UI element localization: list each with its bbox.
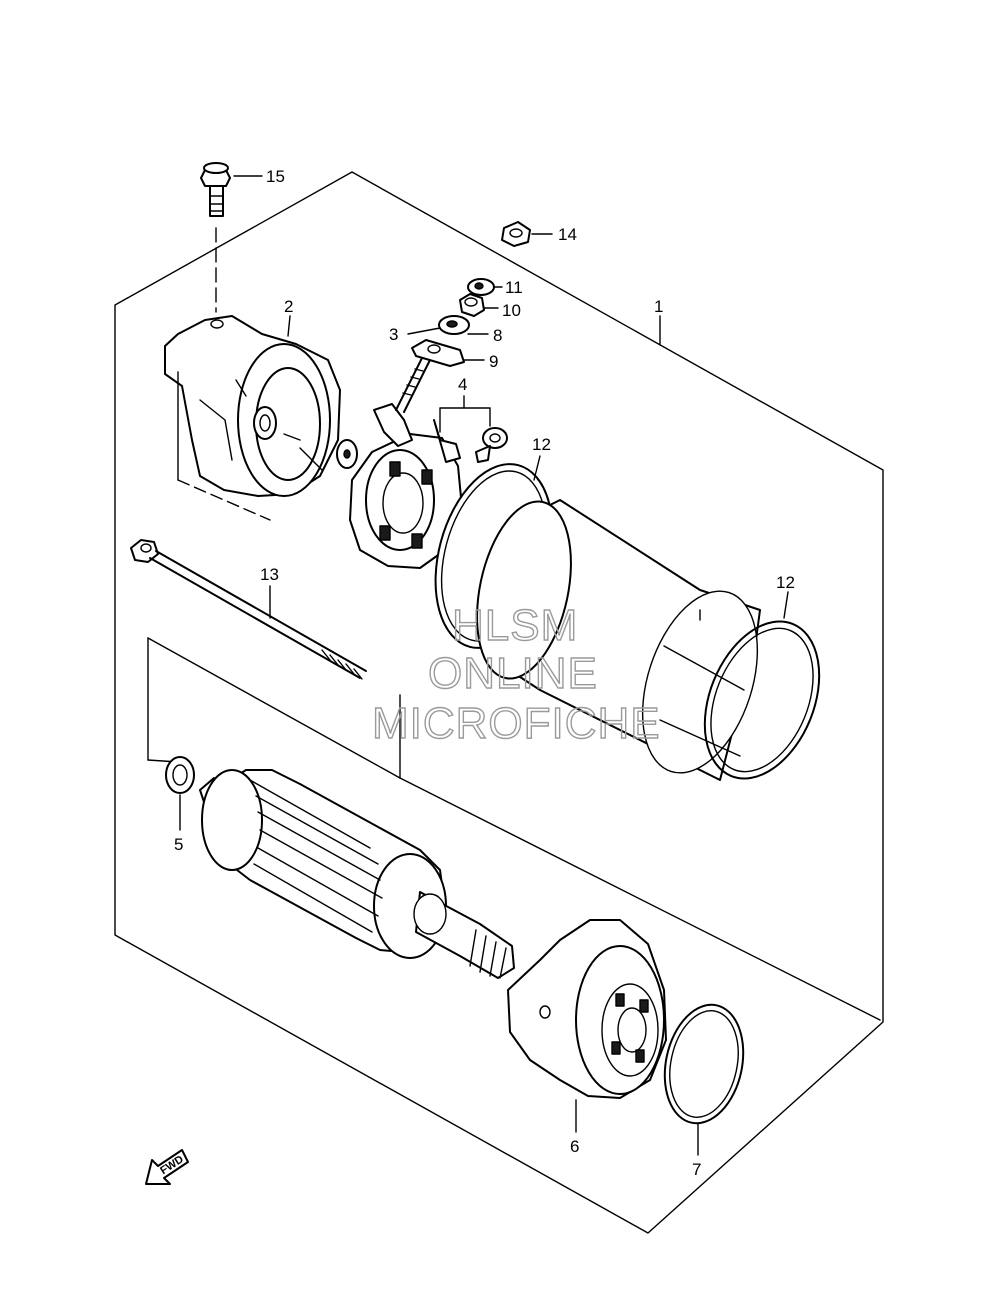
callout-4: 4 <box>458 375 467 394</box>
o-ring-7 <box>663 1003 745 1125</box>
washer-5 <box>165 756 195 794</box>
through-bolt-13 <box>130 539 367 680</box>
o-ring-12-right <box>703 620 821 780</box>
nut-14 <box>501 221 531 247</box>
rear-housing-2 <box>164 315 341 521</box>
fwd-direction-arrow: FWD <box>145 1149 189 1185</box>
thrust-washer <box>336 439 358 469</box>
washer-8 <box>438 315 470 335</box>
brush-spring <box>475 427 508 463</box>
callout-7: 7 <box>692 1160 701 1179</box>
callout-1: 1 <box>654 297 663 316</box>
watermark-line-1: HLSM <box>452 601 578 650</box>
plate-9 <box>411 339 465 367</box>
armature-sub-box <box>147 637 881 1021</box>
watermark-line-3: MICROFICHE <box>372 699 661 748</box>
callouts: 15 2 1 14 11 10 3 8 9 4 12 12 13 5 6 7 <box>174 167 795 1179</box>
callout-12-right: 12 <box>776 573 795 592</box>
bolt-15 <box>200 162 231 313</box>
terminal-bolt-3 <box>395 351 433 413</box>
callout-12-left: 12 <box>532 435 551 454</box>
yoke-case <box>476 499 761 781</box>
callout-2: 2 <box>284 297 293 316</box>
callout-6: 6 <box>570 1137 579 1156</box>
callout-5: 5 <box>174 835 183 854</box>
watermark-line-2: ONLINE <box>428 649 598 698</box>
armature <box>199 769 515 979</box>
leader-lines <box>179 175 789 1156</box>
callout-9: 9 <box>489 352 498 371</box>
front-housing-6 <box>507 919 667 1099</box>
callout-3: 3 <box>389 325 398 344</box>
callout-8: 8 <box>493 326 502 345</box>
callout-14: 14 <box>558 225 577 244</box>
nut-10 <box>459 293 485 317</box>
washer-11 <box>467 278 495 296</box>
brush-holder-4 <box>349 403 463 569</box>
callout-13: 13 <box>260 565 279 584</box>
assembly-outline-box <box>114 171 884 1234</box>
callout-11: 11 <box>505 278 523 297</box>
callout-15: 15 <box>266 167 285 186</box>
callout-10: 10 <box>502 301 521 320</box>
watermark: HLSM ONLINE MICROFICHE <box>371 600 661 748</box>
